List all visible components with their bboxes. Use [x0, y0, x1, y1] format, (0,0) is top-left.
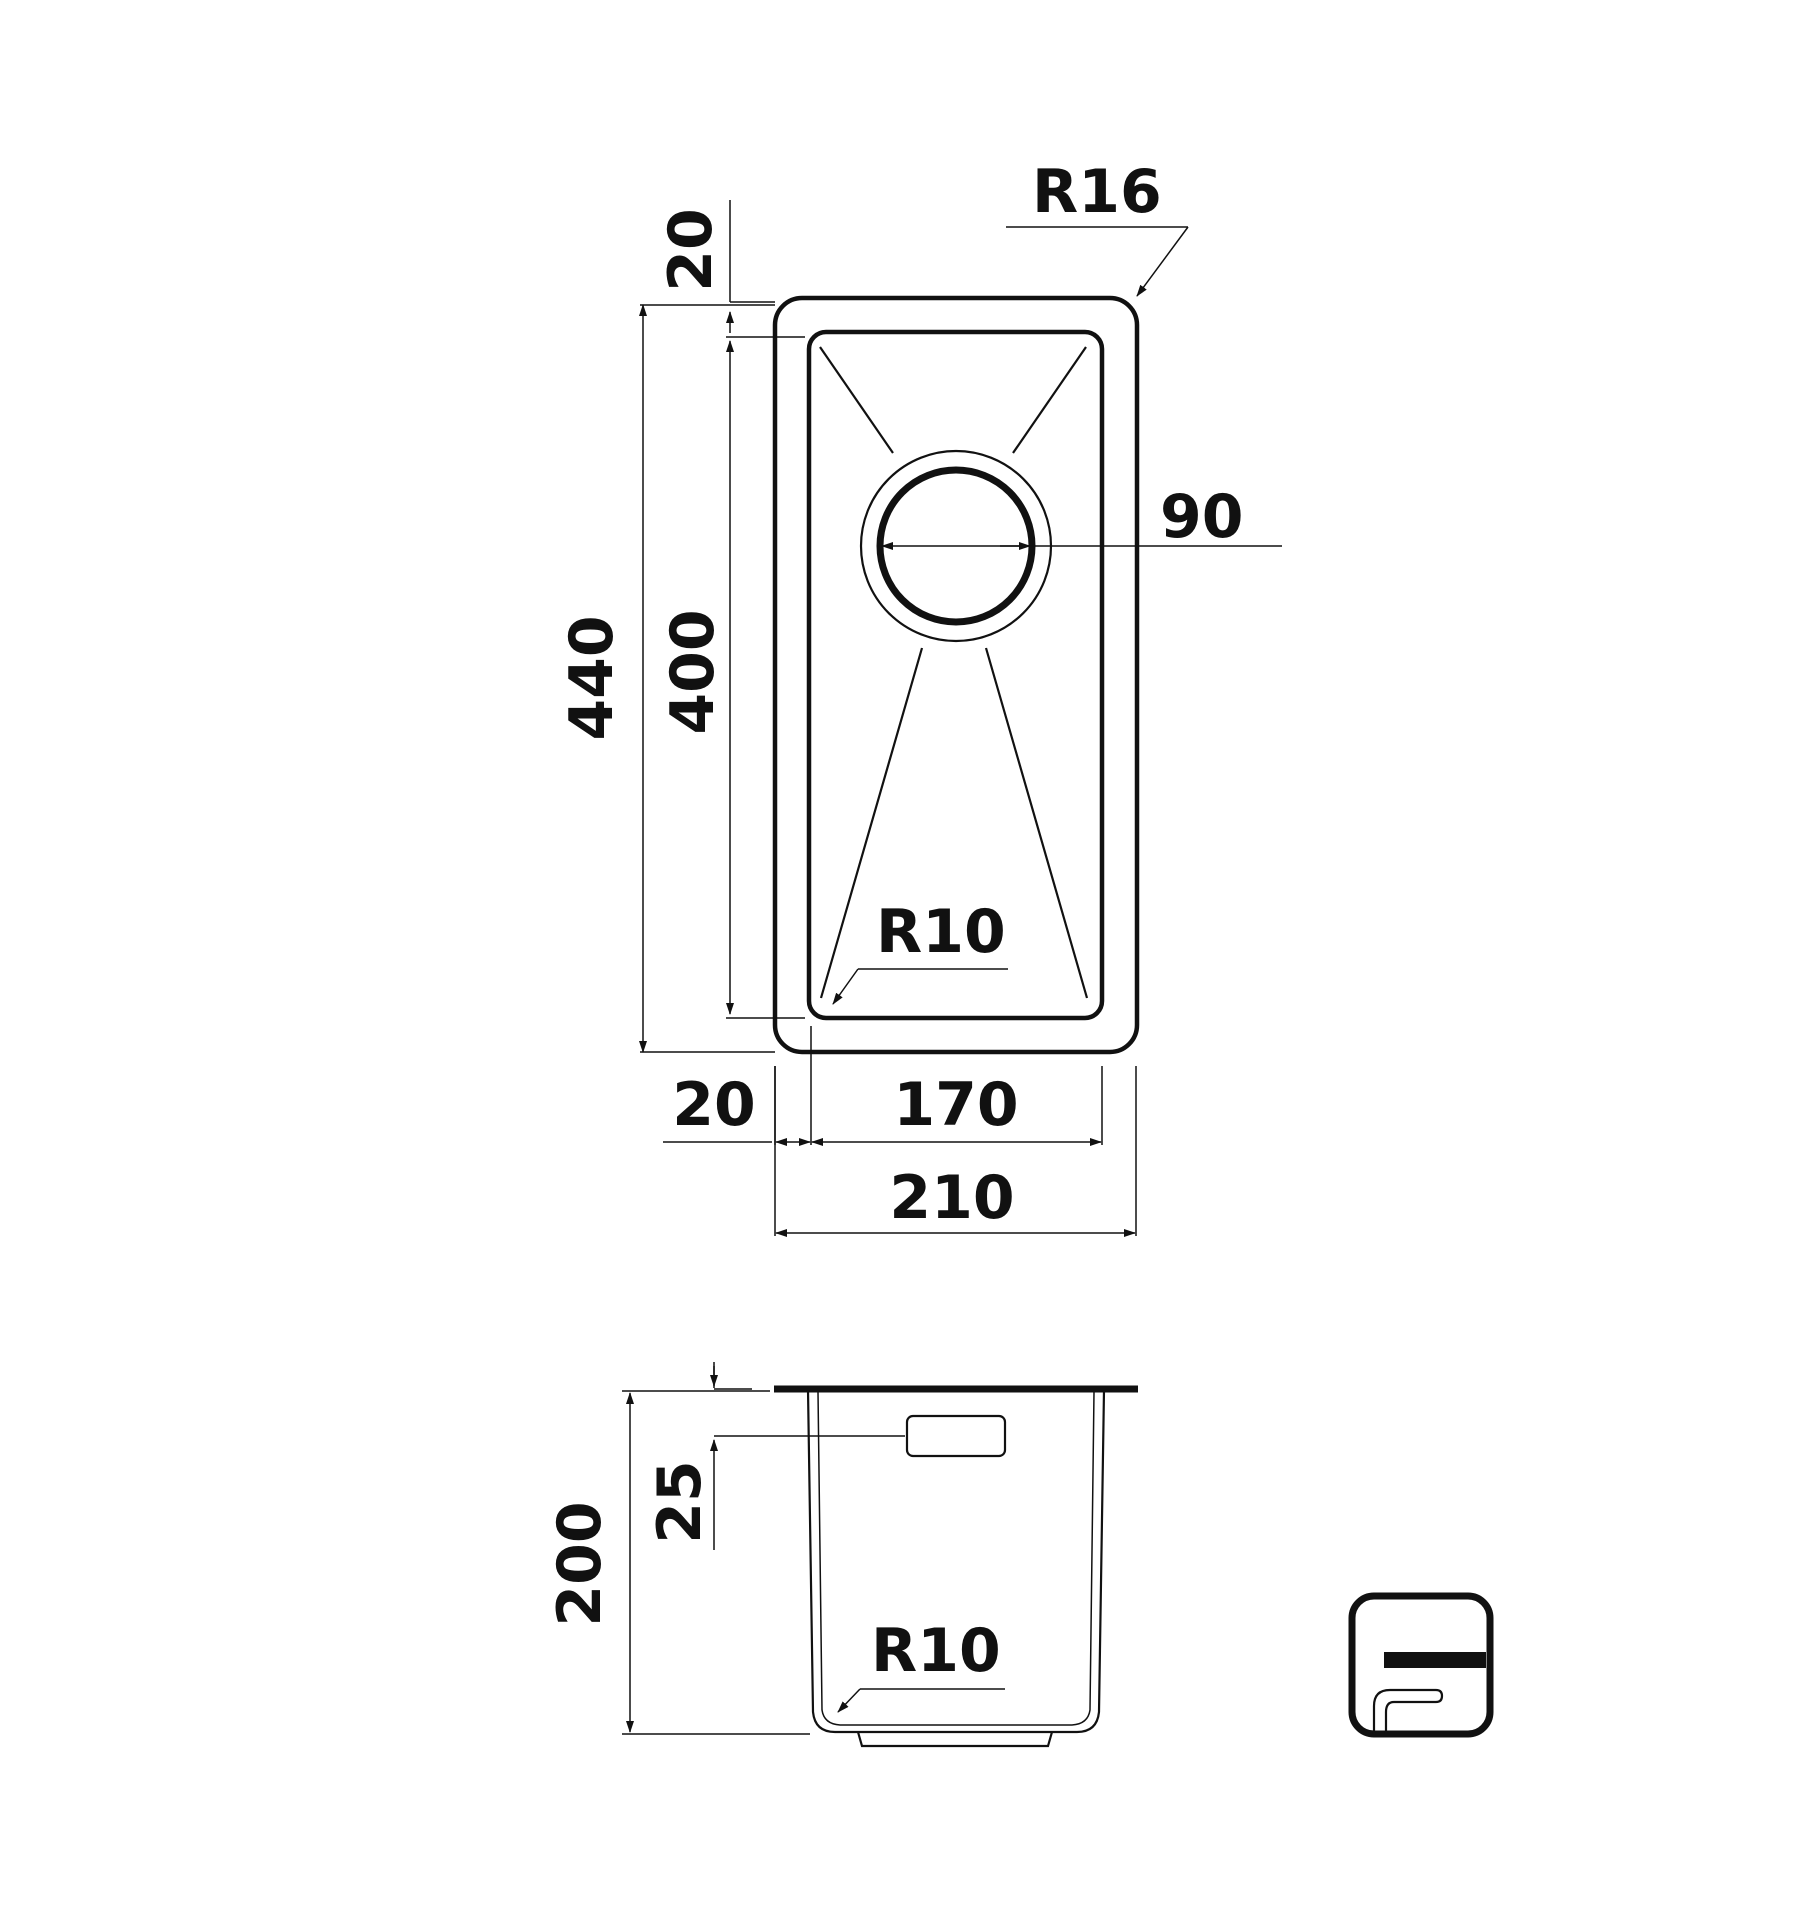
- radius-bottom-label: R10: [871, 1616, 1001, 1686]
- overflow-slot: [905, 1414, 1007, 1458]
- bowl-profile-inner: [817, 1391, 1095, 1726]
- side-view: 200 25 R10: [545, 1362, 1138, 1748]
- bowl-length-label: 400: [658, 609, 728, 734]
- r10-side-leader: [837, 1688, 861, 1713]
- drainage-ridge-lines: [819, 346, 1089, 999]
- top-view: 90 R16 R10 440 400 20 20 170: [557, 157, 1282, 1237]
- waste-foot: [856, 1731, 1054, 1748]
- r16-leader: [1136, 226, 1189, 297]
- radius-inner-label: R10: [876, 897, 1006, 967]
- sink-outer-outline: [772, 295, 1140, 1055]
- depth-label: 200: [545, 1501, 615, 1626]
- bowl-width-label: 170: [893, 1070, 1018, 1140]
- waste-diameter-label: 90: [1160, 482, 1244, 552]
- flange-side-label: 20: [672, 1070, 756, 1140]
- radius-outer-label: R16: [1032, 157, 1162, 227]
- overall-width-label: 210: [889, 1163, 1014, 1233]
- overall-length-label: 440: [557, 615, 627, 740]
- undermount-install-icon: [1348, 1592, 1494, 1738]
- bowl-inner-outline: [806, 329, 1105, 1021]
- bowl-profile: [806, 1388, 1113, 1734]
- r10-top-leader: [832, 968, 859, 1005]
- flange-top-label: 20: [656, 208, 726, 292]
- overflow-offset-label: 25: [645, 1460, 715, 1544]
